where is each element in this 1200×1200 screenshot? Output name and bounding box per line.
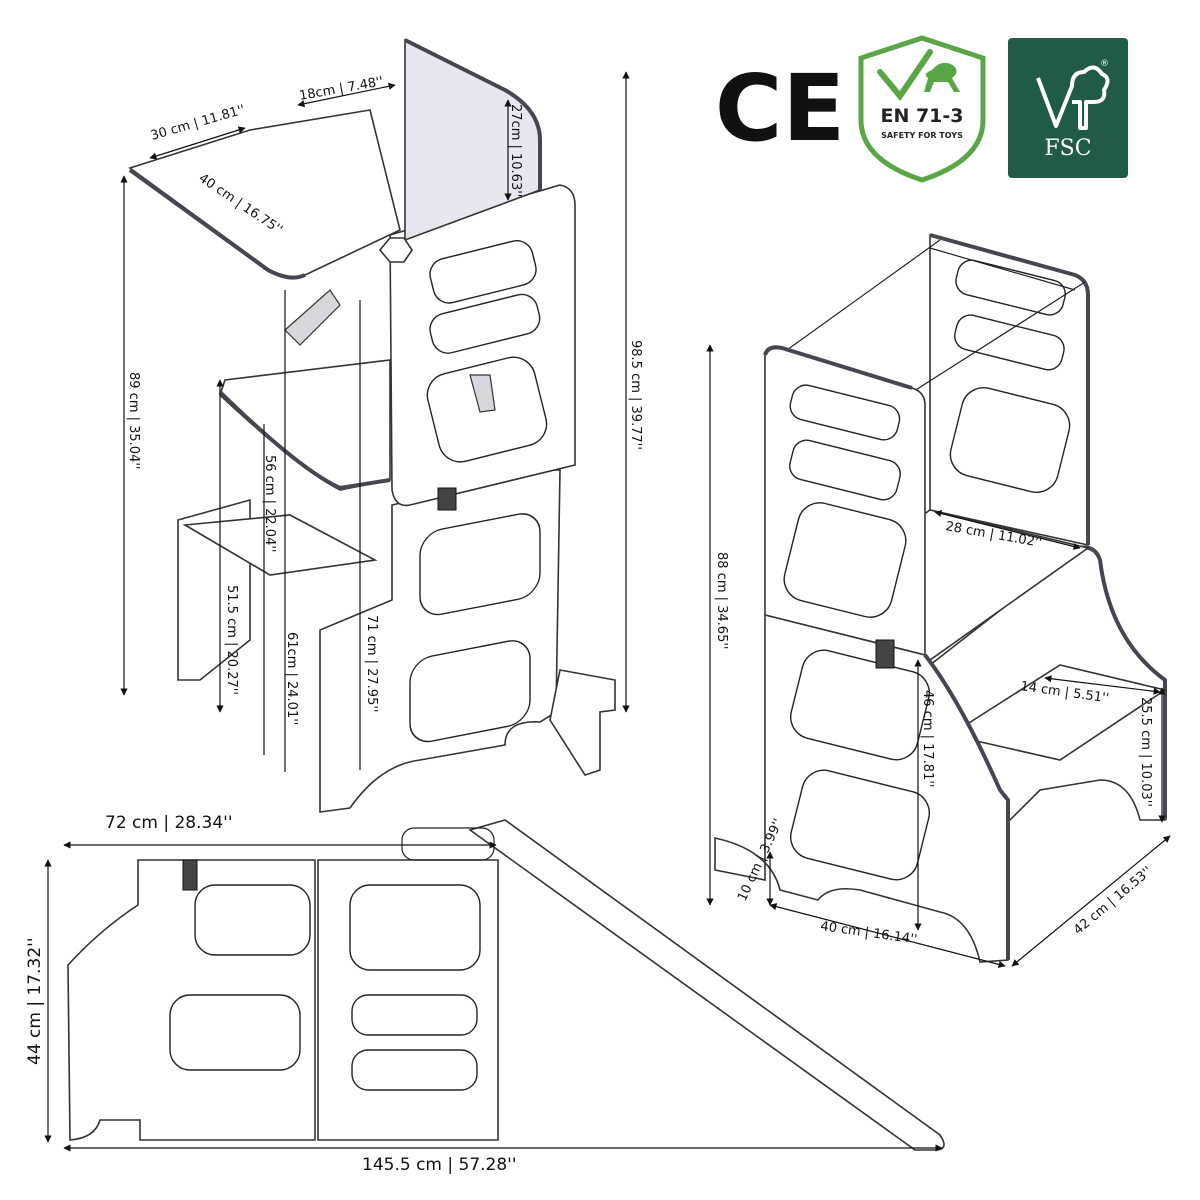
dim-seat-height: 51.5 cm | 20.27'' [224, 585, 239, 695]
dim-seat-to-tray: 56 cm | 22.04'' [262, 455, 277, 553]
dim-frame-height: 71 cm | 27.95'' [364, 615, 379, 713]
dim-total-height: 98.5 cm | 39.77'' [628, 340, 643, 450]
dim-slide-length: 145.5 cm | 57.28'' [362, 1155, 517, 1175]
tower-front-slot-5 [790, 769, 930, 881]
chair-knob [378, 237, 413, 263]
dim-tower-height: 88 cm | 34.65'' [714, 552, 729, 650]
slide-left-slot-2 [169, 994, 301, 1071]
chair-front-slot-2 [429, 293, 541, 354]
tower-latch [875, 639, 895, 669]
learning-tower-illustration: 88 cm | 34.65'' 28 cm | 11.02'' 14 cm | … [706, 233, 1171, 968]
high-chair-illustration: 30 cm | 11.81'' 18cm | 7.48'' 40 cm | 16… [120, 38, 643, 813]
dim-line-tower-depth [1011, 835, 1171, 967]
tower-rail-1 [779, 239, 941, 356]
fsc-badge: FSC ® [1008, 38, 1128, 178]
slide-illustration: 72 cm | 28.34'' 44 cm | 17.32'' 145.5 cm… [25, 813, 945, 1175]
dim-line-tower-step-depth [1044, 675, 1161, 695]
chair-lower-opening [419, 513, 541, 616]
dim-back-width: 18cm | 7.48'' [298, 74, 384, 104]
tower-back-slot-2 [954, 314, 1065, 371]
slide-right-slot-2 [351, 994, 478, 1036]
chair-strap [284, 289, 341, 346]
dim-tower-width: 40 cm | 16.14'' [819, 919, 918, 947]
tower-rail-3 [929, 247, 1076, 291]
dim-slide-top-width: 72 cm | 28.34'' [105, 813, 233, 833]
chair-seat-edge [218, 390, 391, 490]
dim-tower-platform: 46 cm | 17.81'' [920, 690, 935, 788]
tree-check-icon [1036, 65, 1110, 130]
dim-tower-depth: 42 cm | 16.53'' [1071, 864, 1155, 938]
slide-right-slot-1 [349, 884, 481, 971]
tower-back-slot-3 [949, 386, 1071, 494]
en71-label: EN 71-3 [880, 105, 963, 127]
slide-left-slot-1 [194, 884, 311, 956]
dim-back-height: 27cm | 10.63'' [508, 104, 523, 197]
fsc-background [1008, 38, 1128, 178]
ce-mark: CE [715, 55, 845, 162]
chair-seat [219, 359, 391, 491]
dim-line-tower-width [769, 903, 1006, 968]
chair-latch [437, 487, 457, 511]
fsc-registered-mark: ® [1100, 59, 1109, 69]
chair-backrest-edge [404, 38, 542, 190]
ce-mark-label: CE [715, 55, 845, 162]
tower-side-lower-edge [1079, 545, 1167, 820]
chair-front-slot-1 [429, 239, 537, 304]
dim-footrest: 61cm | 24.01'' [284, 632, 299, 725]
tower-front-slot-4 [790, 649, 930, 761]
chair-strap-front [469, 374, 496, 413]
tower-rail-2 [899, 281, 1086, 401]
chair-rear-foot [549, 669, 616, 776]
chair-footrest [182, 514, 378, 576]
dim-line-tray-depth [149, 126, 246, 160]
dim-line-tower-inner-width [934, 510, 1081, 550]
dim-slide-height: 44 cm | 17.32'' [25, 938, 45, 1066]
en71-sublabel: SAFETY FOR TOYS [881, 131, 963, 140]
tower-front-slot-2 [789, 439, 901, 501]
tower-front-upper-edge [763, 345, 913, 390]
rocking-horse-icon [924, 62, 960, 92]
checkmark-icon [877, 49, 933, 101]
tower-front-slot-3 [783, 502, 907, 618]
chair-lower-opening-2 [409, 640, 531, 743]
dim-line-back-width [297, 82, 396, 108]
dim-tower-step-height: 25.5 cm | 10.03'' [1138, 697, 1153, 807]
slide-right-slot-3 [351, 1049, 478, 1091]
slide-left-latch [182, 859, 198, 891]
fsc-label: FSC [1044, 136, 1091, 161]
tower-back-slot-1 [955, 259, 1066, 316]
dim-table-height: 89 cm | 35.04'' [126, 372, 141, 470]
en71-badge: EN 71-3 SAFETY FOR TOYS [858, 35, 986, 183]
tower-front-slot-1 [789, 384, 901, 441]
chair-tray-edge [128, 168, 306, 280]
tower-front-lower-edge [923, 653, 1010, 960]
